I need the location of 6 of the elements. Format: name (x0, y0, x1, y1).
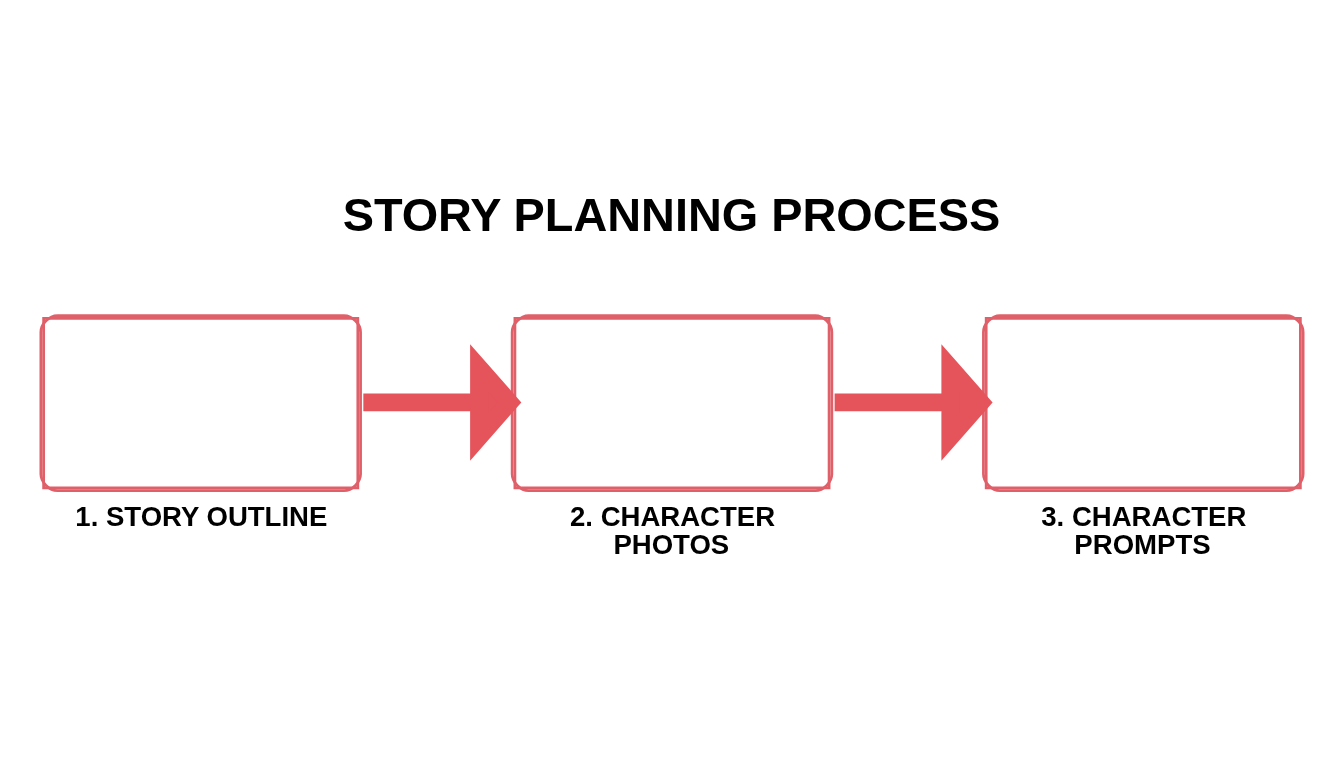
arrow (834, 343, 993, 461)
node-label: 2. CHARACTER PHOTOS (570, 500, 776, 560)
node-label: 3. CHARACTER PROMPTS (1041, 500, 1247, 560)
diagram-title: STORY PLANNING PROCESS (342, 188, 1001, 241)
node-label: 1. STORY OUTLINE (75, 500, 328, 532)
arrow (363, 343, 522, 461)
